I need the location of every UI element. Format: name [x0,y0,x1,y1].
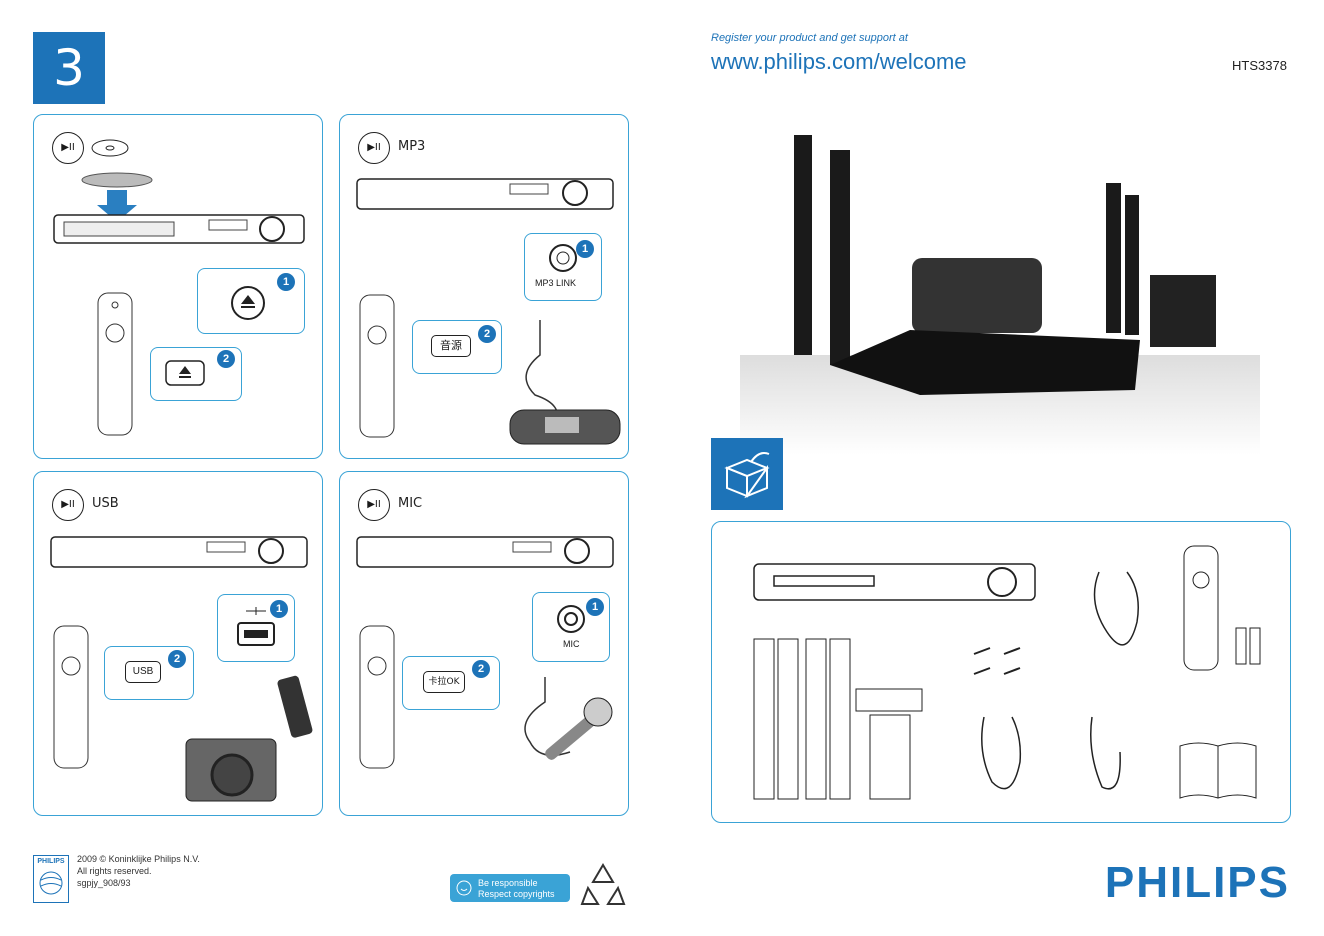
player-front-illustration [50,536,308,568]
panel-label: MP3 [398,139,426,154]
recycle-icon [580,863,626,905]
panel-mp3: ▶II MP3 MP3 LINK 1 音源 2 [339,114,629,459]
panel-label: USB [92,496,119,511]
play-pause-icon: ▶II [52,132,84,164]
play-pause-icon: ▶II [52,489,84,521]
microphone-illustration [524,677,613,760]
karaoke-button: 卡拉OK [423,671,465,693]
play-pause-icon: ▶II [358,132,390,164]
small-philips-logo: PHILIPS [33,855,69,903]
panel-mic: ▶II MIC MIC 1 卡拉OK 2 [339,471,629,816]
product-photo [740,135,1260,455]
logo-text: PHILIPS [37,858,65,865]
callout-badge-2: 2 [168,650,186,668]
port-icon [557,605,585,633]
source-button: 音源 [431,335,471,357]
disc-tray-illustration [53,172,305,244]
power-cord-illustration [1093,571,1139,646]
copyright-line: 2009 © Koninklijke Philips N.V. [77,854,200,864]
player-front-illustration [356,178,614,210]
callout-badge-2: 2 [472,660,490,678]
remote-and-batteries-illustration [1183,545,1261,671]
callout-badge-1: 1 [277,273,295,291]
remote-control-illustration [359,625,395,769]
main-unit-illustration [753,563,1036,601]
rights-line: All rights reserved. [77,866,152,876]
doc-code: sgpjy_908/93 [77,878,131,888]
screws-illustration [973,647,1021,675]
package-contents-panel [711,521,1291,823]
eject-icon [231,286,265,320]
port-label: MIC [563,639,580,649]
badge-line-2: Respect copyrights [478,889,555,899]
disc-icon [91,139,129,157]
panel-disc: ▶II 1 2 [33,114,323,459]
panel-usb: ▶II USB 1 USB 2 [33,471,323,816]
play-pause-icon: ▶II [358,489,390,521]
callout-badge-1: 1 [270,600,288,618]
smile-icon [456,880,472,896]
camera-and-flash-drive-illustration [185,675,313,802]
remote-control-illustration [97,292,133,436]
callout-badge-1: 1 [586,598,604,616]
port-label: MP3 LINK [535,278,577,288]
box-open-icon [711,438,783,510]
usb-button: USB [125,661,161,683]
usb-icon [237,607,275,646]
user-manual-illustration [1179,742,1257,799]
copyright-text: 2009 © Koninklijke Philips N.V. All righ… [77,853,200,889]
model-number: HTS3378 [1232,58,1287,73]
eject-icon [165,360,205,386]
callout-badge-2: 2 [217,350,235,368]
player-front-illustration [356,536,614,568]
copyright-badge: Be responsible Respect copyrights [450,874,570,902]
remote-control-illustration [359,294,395,438]
port-icon [549,244,577,272]
remote-control-illustration [53,625,89,769]
philips-logo: PHILIPS [1104,858,1290,907]
callout-badge-2: 2 [478,325,496,343]
callout-badge-1: 1 [576,240,594,258]
av-cable-illustration [981,716,1022,790]
panel-label: MIC [398,496,423,511]
badge-line-1: Be responsible [478,878,538,888]
support-url[interactable]: www.philips.com/welcome [711,49,967,74]
speakers-illustration [753,638,923,800]
step-number: 3 [33,32,105,104]
mp3-cable-illustration [1090,716,1121,790]
mp3-player-illustration [509,320,621,445]
register-text: Register your product and get support at [711,32,908,44]
